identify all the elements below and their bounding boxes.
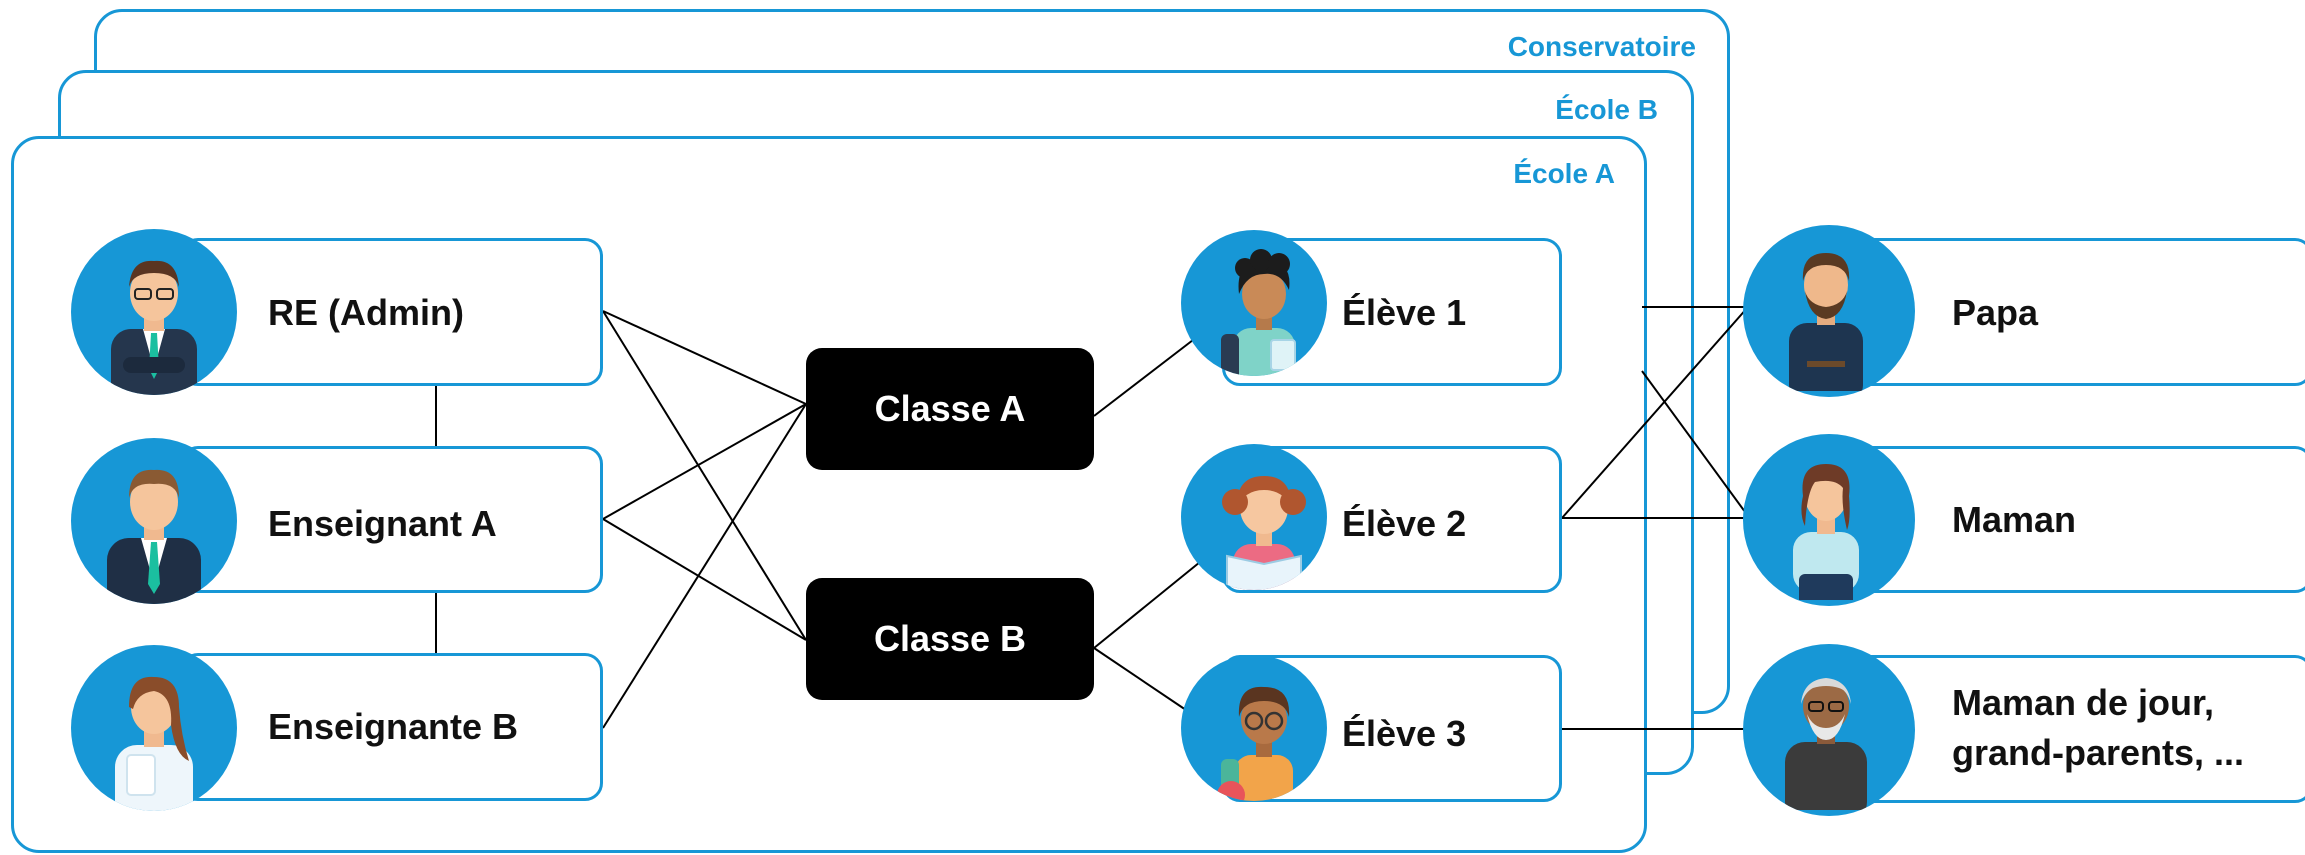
boy-student-icon — [1181, 230, 1327, 376]
card-label-staff-admin: RE (Admin) — [268, 292, 464, 333]
card-label-student-2: Élève 2 — [1342, 503, 1467, 544]
card-staff-admin — [180, 238, 603, 386]
card-label-guardian-grandparents-line2: grand-parents, ... — [1952, 732, 2245, 773]
frame-label-conservatoire: Conservatoire — [1507, 31, 1696, 62]
teacher-woman-icon — [71, 645, 237, 811]
card-label-staff-teacher-a: Enseignant A — [268, 503, 497, 544]
teacher-man-icon — [71, 438, 237, 604]
mother-icon — [1743, 434, 1915, 606]
girl-reading-icon — [1181, 444, 1327, 590]
admin-man-icon — [71, 229, 237, 395]
frame-label-ecole-a: École A — [1513, 158, 1615, 189]
grandfather-icon — [1743, 644, 1915, 816]
father-icon — [1743, 225, 1915, 397]
card-label-staff-teacher-b: Enseignante B — [268, 706, 519, 747]
class-box-b: Classe B — [806, 578, 1094, 700]
frame-label-ecole-b: École B — [1555, 94, 1658, 125]
card-label-guardian-papa: Papa — [1952, 292, 2039, 333]
girl-with-glasses-icon — [1181, 655, 1327, 801]
card-label-guardian-grandparents-line1: Maman de jour, — [1952, 682, 2215, 723]
card-label-student-3: Élève 3 — [1342, 713, 1467, 754]
card-label-guardian-maman: Maman — [1952, 499, 2077, 540]
card-label-student-1: Élève 1 — [1342, 292, 1467, 333]
class-box-a: Classe A — [806, 348, 1094, 470]
card-guardian-papa — [1833, 238, 2305, 386]
card-staff-teacher-b — [180, 653, 603, 801]
